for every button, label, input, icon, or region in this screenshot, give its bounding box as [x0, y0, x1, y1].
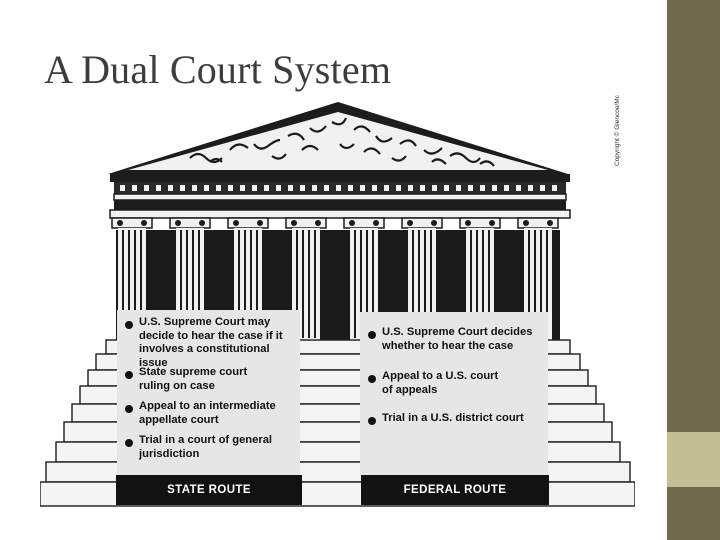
bullet-icon: [125, 371, 133, 379]
bullet-icon: [368, 417, 376, 425]
federal-step-appeals: Appeal to a U.S. court of appeals: [382, 370, 499, 396]
state-step-supreme-court: U.S. Supreme Court may decide to hear th…: [139, 316, 283, 369]
state-route-panel: U.S. Supreme Court may decide to hear th…: [117, 310, 300, 475]
slide-title: A Dual Court System: [44, 47, 392, 92]
architrave-top: [113, 193, 567, 201]
bullet-icon: [125, 321, 133, 329]
state-route-label: STATE ROUTE: [116, 475, 302, 505]
bullet-icon: [125, 439, 133, 447]
state-step-appellate: Appeal to an intermediate appellate cour…: [139, 400, 276, 426]
state-step-state-supreme-court: State supreme court ruling on case: [139, 366, 248, 392]
decorative-side-accent: [667, 432, 720, 487]
court-system-diagram: U.S. Supreme Court may decide to hear th…: [40, 95, 635, 512]
architrave: [114, 200, 566, 210]
cornice: [110, 174, 570, 182]
copyright-notice: Copyright © Glencoe/Mc: [614, 95, 621, 166]
federal-route-label: FEDERAL ROUTE: [361, 475, 549, 505]
federal-route-panel: U.S. Supreme Court decides whether to he…: [360, 312, 548, 477]
state-step-trial: Trial in a court of general jurisdiction: [139, 434, 273, 460]
bullet-icon: [125, 405, 133, 413]
pediment-face: [128, 112, 548, 170]
bullet-icon: [368, 331, 376, 339]
architrave-bottom: [109, 209, 571, 219]
federal-step-district: Trial in a U.S. district court: [382, 412, 524, 424]
pediment-ornament: [189, 117, 495, 167]
federal-step-supreme-court: U.S. Supreme Court decides whether to he…: [382, 326, 533, 352]
bullet-icon: [368, 375, 376, 383]
dentils: [120, 185, 557, 191]
